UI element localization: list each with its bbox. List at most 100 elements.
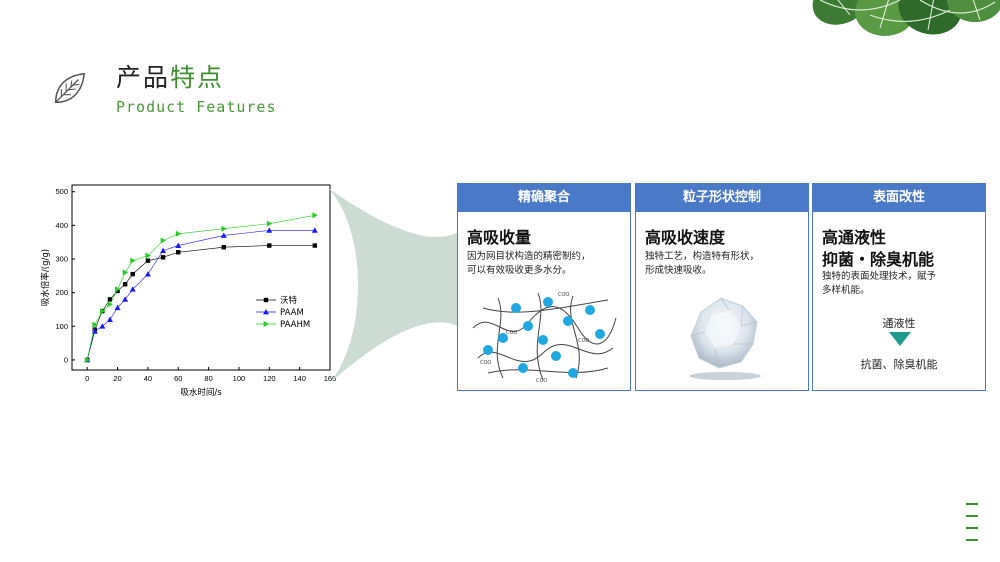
card-line: 独特工艺，构造特有形状， <box>645 251 760 262</box>
series-triangle-up <box>84 227 318 363</box>
data-point <box>115 288 120 294</box>
data-point <box>160 247 167 253</box>
data-point <box>99 323 106 329</box>
data-point <box>263 297 269 303</box>
data-point <box>311 227 318 233</box>
plot-frame <box>71 184 331 371</box>
y-tick-label: 500 <box>55 187 68 196</box>
data-point <box>263 309 269 315</box>
x-tick-label: 60 <box>174 374 182 383</box>
data-point <box>266 227 273 233</box>
data-point <box>145 252 151 259</box>
data-point <box>267 243 272 248</box>
card-surface-modification: 表面改性 高通液性 抑菌・除臭机能 独特的表面处理技术，赋予 多样机能。 通液性… <box>812 183 986 391</box>
card-precise-polymerization: 精确聚合 高吸收量 因为网目状构造的精密制约， 可以有效吸收更多水分。 COO … <box>457 183 631 391</box>
chart-legend: 沃特 PAAM PAAHM <box>256 295 310 330</box>
card-title: 高吸收量 <box>467 228 532 247</box>
card-line: 因为网目状构造的精密制约， <box>467 251 591 262</box>
card-header: 粒子形状控制 <box>636 184 808 212</box>
polymer-network-illustration: COO COO COO COO COO <box>472 292 617 384</box>
coo-label: COO <box>480 360 491 366</box>
page-subtitle: Product Features <box>116 98 277 116</box>
card-description: 独特的表面处理技术，赋予 多样机能。 <box>822 270 977 298</box>
data-point <box>122 282 128 287</box>
data-point <box>160 237 167 244</box>
data-point <box>107 297 113 302</box>
x-tick-label: 100 <box>233 374 246 383</box>
absorption-chart: 0 20 40 60 80 100 120 140 160 0 100 200 300 400 500 吸水时… <box>40 184 337 398</box>
leaf-decoration <box>812 0 1000 36</box>
chart-series <box>84 212 318 363</box>
decorative-lines <box>966 503 978 541</box>
data-point <box>114 304 121 311</box>
y-tick-label: 0 <box>64 355 68 364</box>
y-tick-label: 400 <box>55 221 68 230</box>
card-line: 形成快速吸收。 <box>645 265 712 276</box>
card-header: 精确聚合 <box>458 184 630 212</box>
data-point <box>130 257 136 264</box>
data-point <box>122 296 129 302</box>
x-tick-label: 140 <box>293 374 306 383</box>
coo-label: COO <box>578 338 589 344</box>
flow-top-label: 通液性 <box>882 317 916 330</box>
data-point <box>175 230 182 237</box>
legend-label: PAAHM <box>280 320 310 330</box>
flow-bottom-label: 抗菌、除臭机能 <box>860 358 938 371</box>
data-point <box>144 271 151 277</box>
card-title-secondary: 抑菌・除臭机能 <box>822 250 935 269</box>
page-title: 产品特点 <box>116 58 224 94</box>
page-title-part1: 产品 <box>116 63 171 92</box>
data-point <box>99 308 106 315</box>
card-particle-shape-control: 粒子形状控制 高吸收速度 独特工艺，构造特有形状， 形成快速吸收。 <box>635 183 809 391</box>
series-triangle-right <box>84 212 318 363</box>
data-point <box>263 321 269 327</box>
data-point <box>145 258 151 263</box>
card-header: 表面改性 <box>813 184 985 212</box>
legend-label: PAAM <box>280 308 304 318</box>
data-point <box>176 250 181 255</box>
data-point <box>115 286 121 293</box>
data-point <box>175 242 182 248</box>
data-point <box>129 286 136 292</box>
x-tick-label: 120 <box>263 374 276 383</box>
data-point <box>92 321 98 328</box>
x-tick-label: 80 <box>204 374 212 383</box>
data-point <box>122 269 129 276</box>
y-tick-label: 200 <box>55 288 68 297</box>
x-tick-label: 160 <box>324 374 337 383</box>
data-point <box>130 271 135 277</box>
data-point <box>106 316 113 322</box>
data-point <box>107 301 113 308</box>
card-title: 高吸收速度 <box>645 228 726 247</box>
card-description: 独特工艺，构造特有形状， 形成快速吸收。 <box>645 250 800 278</box>
card-line: 多样机能。 <box>822 285 870 296</box>
data-point <box>266 220 273 227</box>
legend-label: 沃特 <box>280 295 298 306</box>
page-title-part2: 特点 <box>170 63 225 92</box>
chart-axes: 0 20 40 60 80 100 120 140 160 0 100 200 300 400 500 吸水时… <box>40 184 337 398</box>
coo-label: COO <box>536 378 547 384</box>
x-tick-label: 20 <box>113 374 121 383</box>
data-point <box>312 212 318 219</box>
down-arrow-icon <box>889 332 911 346</box>
y-tick-label: 100 <box>55 322 68 331</box>
data-point <box>160 255 166 260</box>
y-axis-label: 吸水倍率/(g/g) <box>40 249 51 306</box>
y-tick-label: 300 <box>55 255 68 264</box>
data-point <box>84 356 91 363</box>
data-point <box>221 225 227 232</box>
x-tick-label: 40 <box>144 374 152 383</box>
coo-label: COO <box>506 330 517 336</box>
x-tick-label: 0 <box>85 374 89 383</box>
coo-label: COO <box>558 292 569 298</box>
data-point <box>312 243 318 248</box>
particle-image <box>689 297 761 380</box>
card-line: 独特的表面处理技术，赋予 <box>822 271 937 282</box>
x-axis-label: 吸水时间/s <box>180 387 222 398</box>
data-point <box>221 245 226 250</box>
card-line: 可以有效吸收更多水分。 <box>467 265 572 276</box>
card-description: 因为网目状构造的精密制约， 可以有效吸收更多水分。 <box>467 250 622 278</box>
connector-shape <box>328 188 464 385</box>
card-title: 高通液性 <box>822 228 887 247</box>
data-point <box>220 232 227 238</box>
